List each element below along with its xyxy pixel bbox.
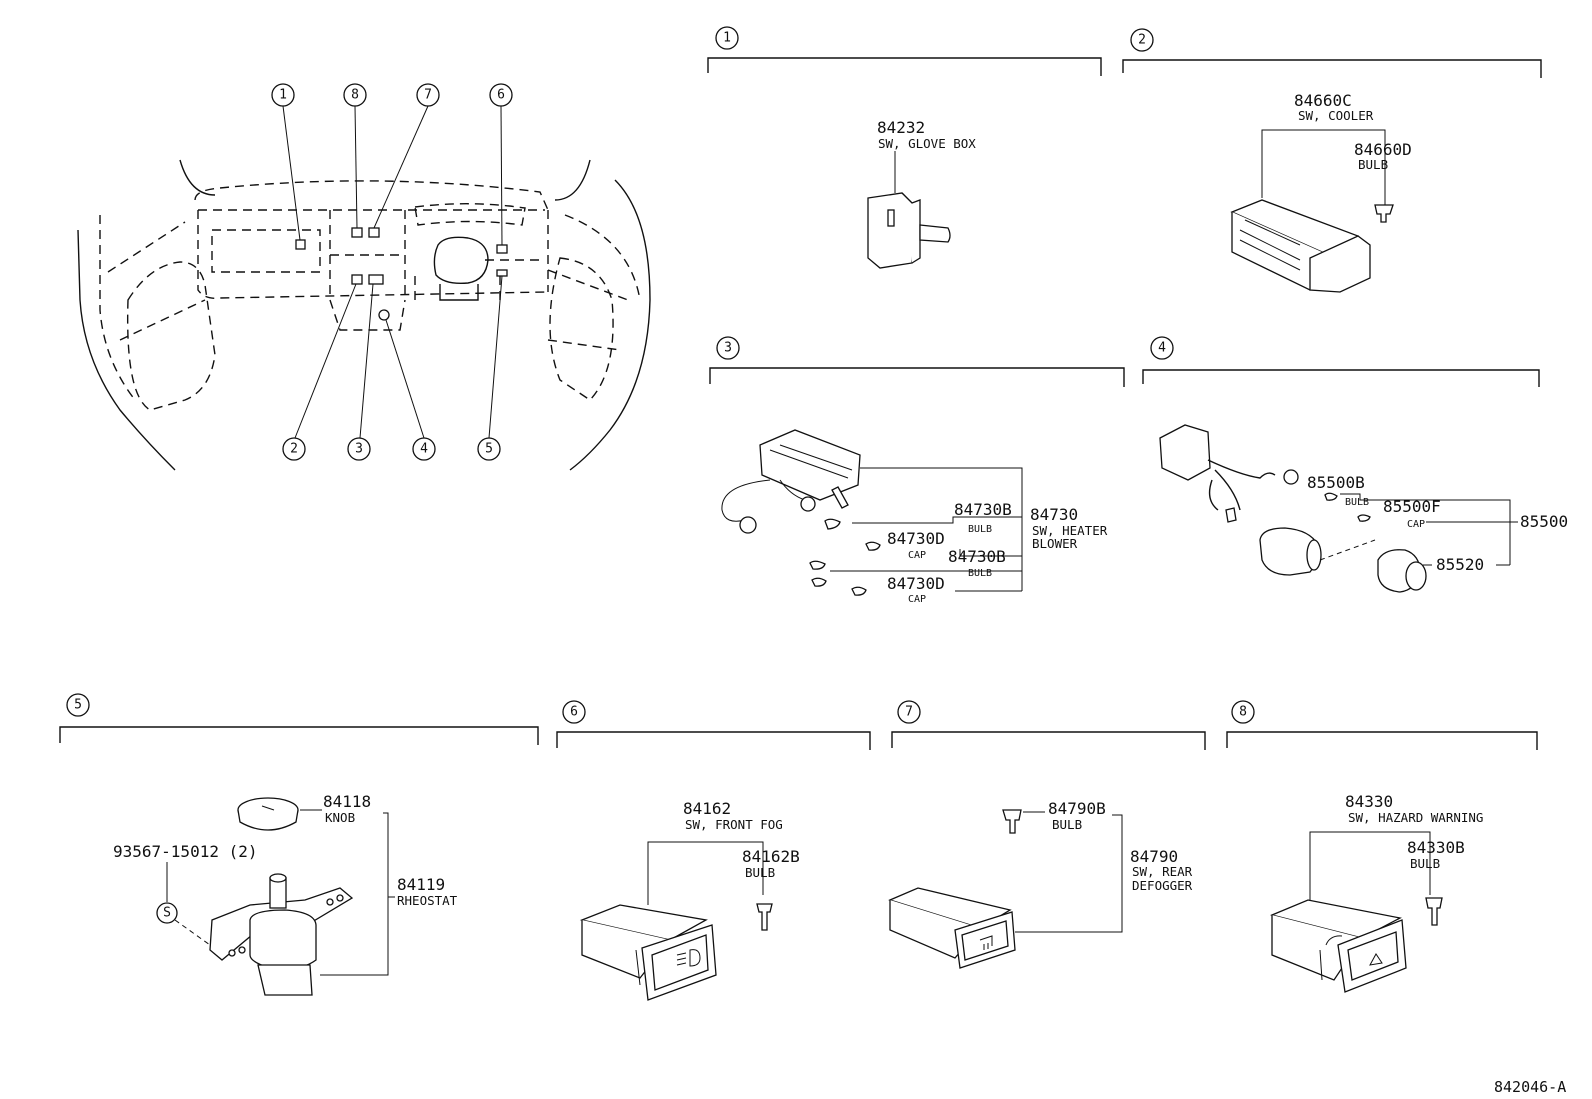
part-84730D-1-number: 84730D — [887, 529, 945, 548]
part-84330-number: 84330 — [1345, 792, 1393, 811]
knob-illustration — [237, 797, 299, 831]
part-84330B-desc: BULB — [1410, 856, 1440, 871]
section-8-number: 8 — [1239, 705, 1247, 720]
part-85520-number: 85520 — [1436, 555, 1484, 574]
part-84790-desc2: DEFOGGER — [1132, 878, 1193, 893]
lighter-illustration — [1159, 424, 1427, 593]
section-7-number: 7 — [905, 705, 913, 720]
part-84232-desc: SW, GLOVE BOX — [878, 136, 976, 151]
svg-text:6: 6 — [497, 88, 505, 103]
callout-1[interactable]: 1 — [271, 83, 295, 107]
section-3-heater-blower-switch: 3 84730B BULB 84730 SW, HEATER BLOWER 84… — [709, 336, 1125, 605]
dashboard-overview: 1 8 7 6 2 3 4 5 — [77, 83, 651, 471]
part-84730D-2-number: 84730D — [887, 574, 945, 593]
part-93567-number: 93567-15012 (2) — [113, 842, 258, 861]
part-84790B-desc: BULB — [1052, 817, 1082, 832]
callout-4[interactable]: 4 — [412, 437, 436, 461]
part-84232-number: 84232 — [877, 118, 925, 137]
part-84162-desc: SW, FRONT FOG — [685, 817, 783, 832]
section-1-number: 1 — [723, 31, 731, 46]
part-84790B-number: 84790B — [1048, 799, 1106, 818]
callout-5[interactable]: 5 — [477, 437, 501, 461]
callout-8[interactable]: 8 — [343, 83, 367, 107]
section-8-hazard-warning-switch: 8 84330 SW, HAZARD WARNING 84330B BULB — [1226, 700, 1538, 993]
part-84730-desc2: BLOWER — [1032, 536, 1078, 551]
callout-2[interactable]: 2 — [282, 437, 306, 461]
part-84118-number: 84118 — [323, 792, 371, 811]
callout-3[interactable]: 3 — [347, 437, 371, 461]
glove-box-switch-illustration — [867, 192, 951, 269]
part-85500B-desc: BULB — [1345, 497, 1369, 508]
section-3-number: 3 — [724, 341, 732, 356]
part-84330-desc: SW, HAZARD WARNING — [1348, 810, 1483, 825]
svg-text:1: 1 — [279, 88, 287, 103]
part-84730-desc1: SW, HEATER — [1032, 523, 1108, 538]
part-84730D-2-desc: CAP — [908, 594, 926, 605]
svg-text:4: 4 — [420, 442, 428, 457]
section-2-number: 2 — [1138, 33, 1146, 48]
screw-symbol: S — [156, 902, 178, 924]
part-84330B-number: 84330B — [1407, 838, 1465, 857]
part-84119-desc: RHEOSTAT — [397, 893, 458, 908]
section-4-number: 4 — [1158, 341, 1166, 356]
part-84162B-desc: BULB — [745, 865, 775, 880]
part-84730B-1-desc: BULB — [968, 524, 992, 535]
section-5-rheostat: 5 84118 KNOB 93567-15012 (2) S 84119 RHE… — [59, 693, 539, 996]
part-84790-number: 84790 — [1130, 847, 1178, 866]
part-84660C-desc: SW, COOLER — [1298, 108, 1374, 123]
svg-text:8: 8 — [351, 88, 359, 103]
svg-text:7: 7 — [424, 88, 432, 103]
svg-text:2: 2 — [290, 442, 298, 457]
svg-text:S: S — [163, 906, 171, 921]
part-84730B-2-number: 84730B — [948, 547, 1006, 566]
hazard-switch-illustration — [1269, 899, 1407, 993]
section-4-cigarette-lighter: 4 85500B BULB 85500F CAP 85500 85520 — [1142, 336, 1568, 593]
cooler-switch-illustration — [1230, 199, 1394, 293]
callout-7[interactable]: 7 — [416, 83, 440, 107]
diagram-code: 842046-A — [1494, 1078, 1566, 1096]
part-84660D-number: 84660D — [1354, 140, 1412, 159]
part-84790-desc1: SW, REAR — [1132, 864, 1193, 879]
part-84660D-desc: BULB — [1358, 157, 1388, 172]
section-1-glove-box-switch: 1 84232 SW, GLOVE BOX — [707, 26, 1102, 269]
callout-6[interactable]: 6 — [489, 83, 513, 107]
section-6-front-fog-switch: 6 84162 SW, FRONT FOG 84162B BULB — [556, 700, 871, 1001]
section-2-cooler-switch: 2 84660C SW, COOLER 84660D BULB — [1122, 28, 1542, 293]
part-84730B-2-desc: BULB — [968, 568, 992, 579]
heater-switch-illustration — [721, 429, 861, 534]
part-84162-number: 84162 — [683, 799, 731, 818]
part-84730B-1-number: 84730B — [954, 500, 1012, 519]
part-85500-number: 85500 — [1520, 512, 1568, 531]
part-84119-number: 84119 — [397, 875, 445, 894]
part-84162B-number: 84162B — [742, 847, 800, 866]
svg-text:5: 5 — [485, 442, 493, 457]
part-84730D-1-desc: CAP — [908, 550, 926, 561]
part-84730-number: 84730 — [1030, 505, 1078, 524]
part-84660C-number: 84660C — [1294, 91, 1352, 110]
section-5-number: 5 — [74, 698, 82, 713]
section-7-rear-defogger-switch: 7 84790B BULB 84790 SW, REAR DEFOGGER — [888, 700, 1206, 969]
part-84118-desc: KNOB — [325, 810, 355, 825]
section-6-number: 6 — [570, 705, 578, 720]
svg-text:3: 3 — [355, 442, 363, 457]
defogger-switch-illustration — [888, 887, 1016, 969]
rheostat-illustration — [209, 873, 354, 996]
fog-switch-illustration — [579, 904, 717, 1001]
part-85500F-desc: CAP — [1407, 519, 1425, 530]
part-85500B-number: 85500B — [1307, 473, 1365, 492]
part-85500F-number: 85500F — [1383, 497, 1441, 516]
